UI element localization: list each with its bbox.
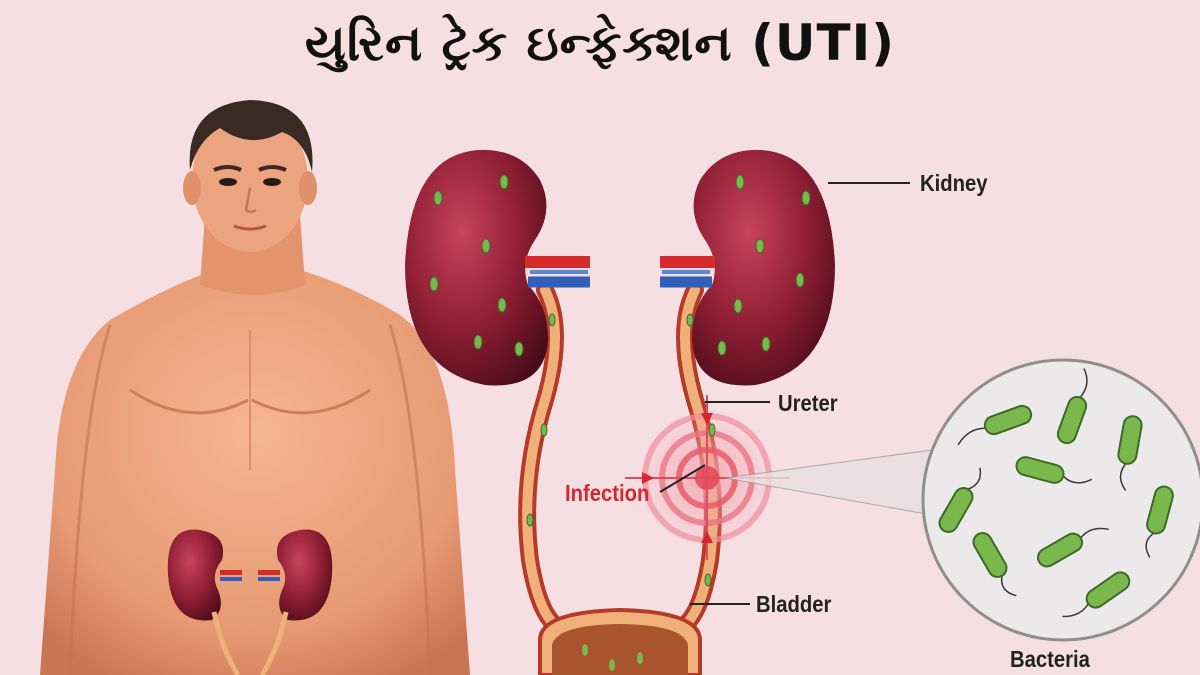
kidney-bacteria-dots bbox=[429, 174, 811, 587]
leader-lines bbox=[659, 182, 910, 605]
bacteria-label: Bacteria bbox=[1010, 646, 1090, 672]
kidney-label: Kidney bbox=[920, 170, 988, 196]
ureter-label: Ureter bbox=[778, 390, 838, 416]
kidney-icon bbox=[405, 149, 835, 386]
bladder-label: Bladder bbox=[756, 591, 832, 617]
bladder-icon bbox=[538, 607, 702, 675]
human-figure-icon bbox=[40, 100, 470, 675]
bacteria-icon bbox=[938, 368, 1174, 618]
ureter bbox=[518, 281, 722, 634]
page-title: યુરિન ટ્રેક ઇન્ફેક્શન (UTI) bbox=[304, 14, 896, 72]
infection-label: Infection bbox=[565, 480, 650, 506]
